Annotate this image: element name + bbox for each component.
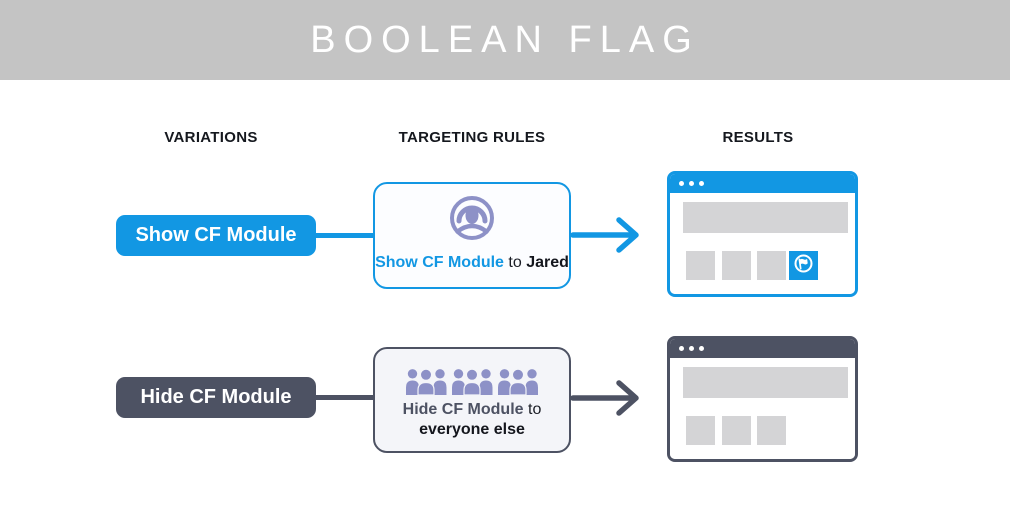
result-browser-show [667,171,858,297]
connector-line [314,233,374,238]
variation-label: Show CF Module [135,224,297,246]
user-circle-icon [448,194,496,244]
variation-button-hide: Hide CF Module [116,377,316,418]
placeholder-banner [683,202,848,233]
column-header-results: RESULTS [722,129,794,146]
window-dot-icon [679,181,684,186]
result-browser-hide [667,336,858,462]
banner: BOOLEAN FLAG [0,0,1010,80]
arrow-right-icon [570,215,650,255]
arrow-right-icon [570,378,650,418]
targeting-rule-card-hide: Hide CF Module to everyone else [373,347,571,453]
browser-titlebar [670,339,855,358]
page-title: BOOLEAN FLAG [310,19,700,61]
rule-text: Show CF Module to Jared [375,253,569,273]
browser-content [670,358,855,459]
variation-button-show: Show CF Module [116,215,316,256]
placeholder-tile [722,251,751,280]
window-dot-icon [699,346,704,351]
rule-target: Jared [526,254,569,271]
rule-action: Hide CF Module [402,401,524,418]
window-dot-icon [689,181,694,186]
placeholder-banner [683,367,848,398]
rule-text: Hide CF Module to everyone else [403,400,542,440]
placeholder-tile [722,416,751,445]
browser-content [670,193,855,294]
window-dot-icon [689,346,694,351]
placeholder-tile [686,251,715,280]
flag-circle-icon [793,253,814,279]
rule-action: Show CF Module [375,254,504,271]
column-header-variations: VARIATIONS [164,129,258,146]
crowd-icon [406,365,538,396]
browser-titlebar [670,174,855,193]
variation-label: Hide CF Module [140,386,292,408]
column-header-targeting-rules: TARGETING RULES [398,129,546,146]
placeholder-tile [686,416,715,445]
window-dot-icon [699,181,704,186]
connector-line [314,395,374,400]
placeholder-tile [757,416,786,445]
rule-target: everyone else [419,421,525,438]
placeholder-tile [757,251,786,280]
rule-connector: to [508,254,522,271]
cf-module-tile [789,251,818,280]
rule-connector: to [528,401,542,418]
window-dot-icon [679,346,684,351]
targeting-rule-card-show: Show CF Module to Jared [373,182,571,289]
